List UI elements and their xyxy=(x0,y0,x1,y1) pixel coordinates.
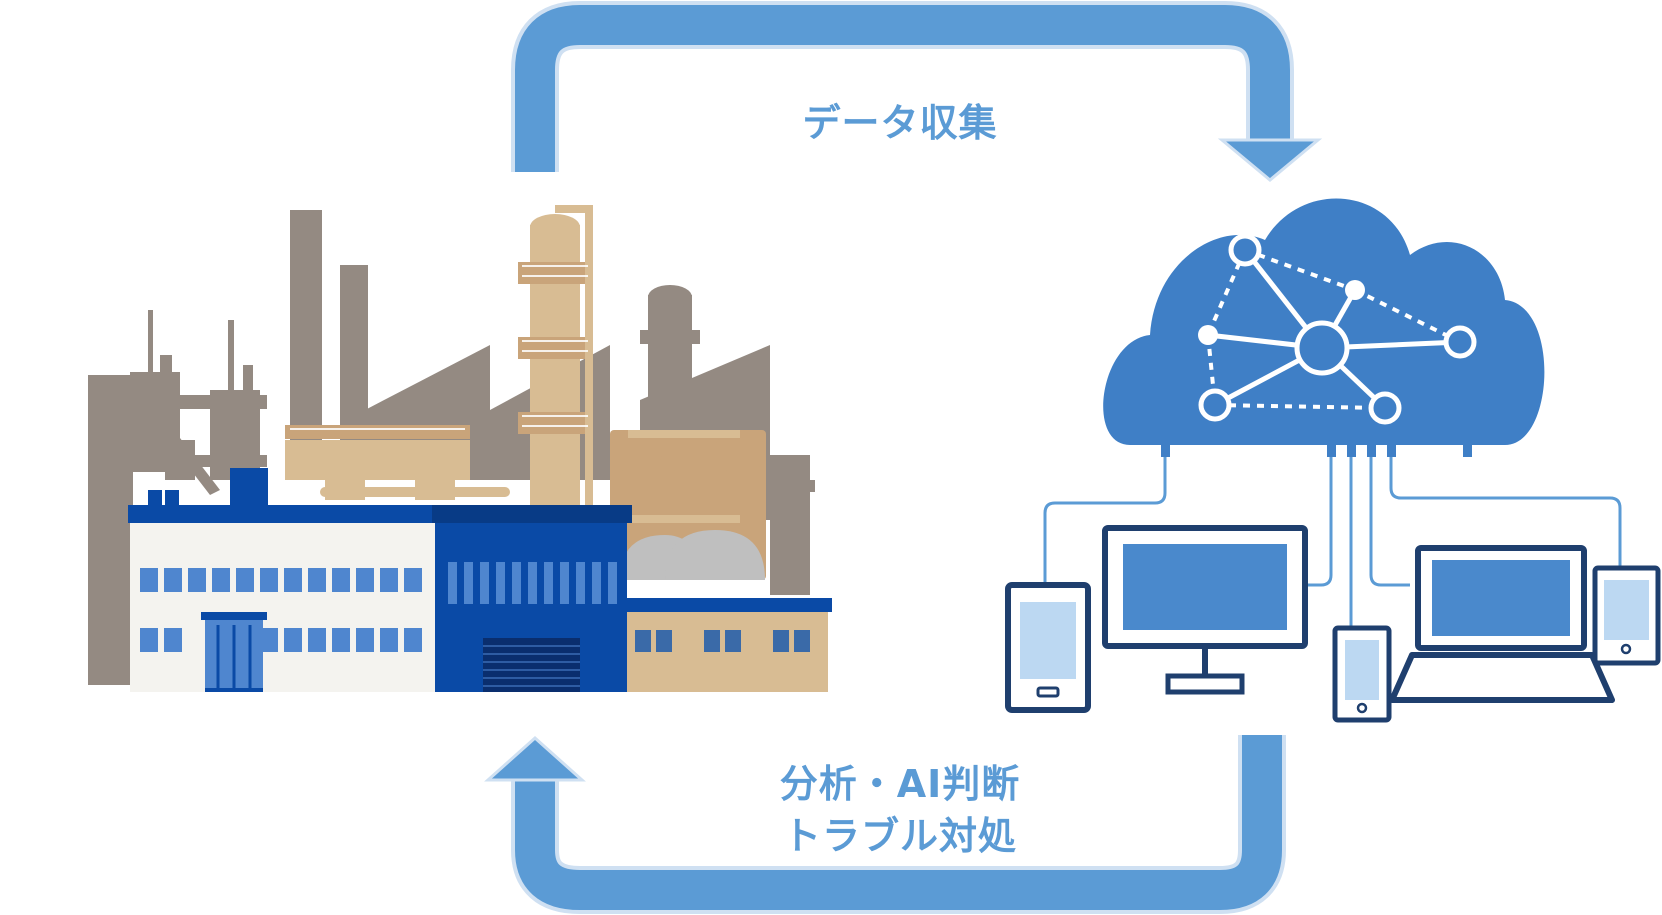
garage-door xyxy=(483,638,580,692)
label-data-collection: データ収集 xyxy=(802,101,998,145)
factory-icon xyxy=(88,205,832,692)
label-analysis: 分析・AI判断 トラブル対処 xyxy=(700,758,1100,862)
smartphone-icon xyxy=(1332,625,1392,723)
cloud-network-icon xyxy=(1043,198,1622,628)
window-row-upper xyxy=(140,568,422,592)
tablet-small-icon xyxy=(1592,565,1661,666)
top-arrow xyxy=(511,1,1323,182)
label-analysis-line2: トラブル対処 xyxy=(782,814,1017,858)
tablet-icon xyxy=(1005,582,1091,713)
laptop-icon xyxy=(1389,545,1615,703)
factory-door xyxy=(201,612,267,692)
bottom-arrow xyxy=(484,735,1286,914)
window-row-lower xyxy=(140,628,422,652)
monitor-icon xyxy=(1102,525,1308,695)
label-analysis-line1: 分析・AI判断 xyxy=(779,762,1021,806)
